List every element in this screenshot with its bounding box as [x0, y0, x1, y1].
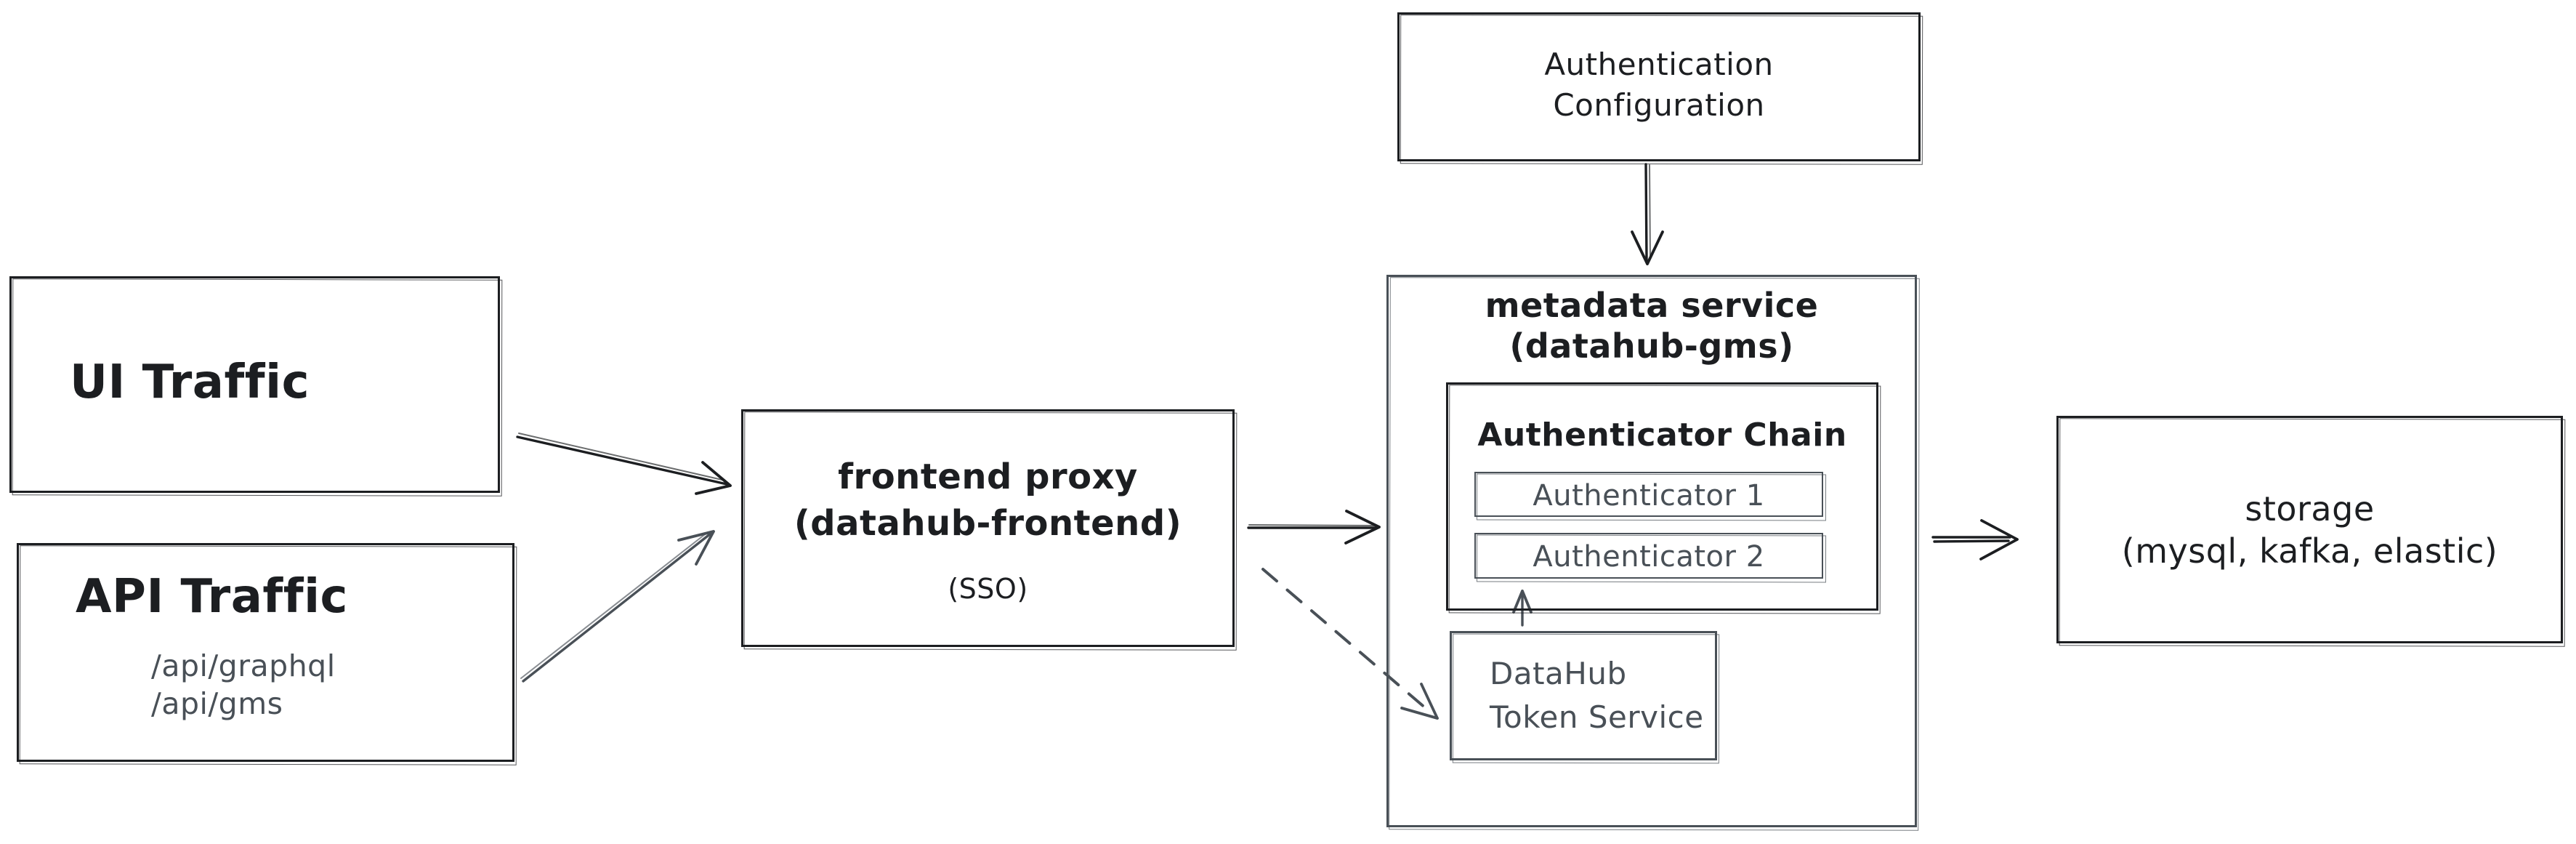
auth-config-line2: Configuration: [1553, 87, 1765, 123]
api-endpoints: /api/graphql /api/gms: [151, 647, 336, 723]
auth-config-box: Authentication Configuration: [1397, 12, 1921, 161]
metadata-service-name: metadata service: [1485, 286, 1819, 325]
authenticator-2-box: Authenticator 2: [1474, 533, 1823, 579]
arrow-frontend-proxy-to-metadata-service: [1247, 510, 1381, 544]
storage-name: storage: [2245, 489, 2375, 528]
authenticator-1-box: Authenticator 1: [1474, 472, 1823, 517]
arrow-metadata-service-to-storage: [1931, 519, 2019, 560]
api-traffic-label: API Traffic: [76, 570, 348, 624]
authenticator-2-label: Authenticator 2: [1533, 540, 1765, 574]
ui-traffic-box: UI Traffic: [9, 276, 500, 493]
token-service-line2: Token Service: [1490, 699, 1704, 735]
authenticator-chain-box: Authenticator Chain Authenticator 1 Auth…: [1446, 382, 1878, 611]
api-endpoint-graphql: /api/graphql: [151, 648, 336, 683]
token-service-box: DataHub Token Service: [1450, 631, 1717, 760]
metadata-service-instance: (datahub-gms): [1509, 326, 1794, 366]
storage-box: storage (mysql, kafka, elastic): [2056, 416, 2563, 643]
arrow-auth-config-to-metadata-service: [1631, 163, 1664, 265]
auth-config-line1: Authentication: [1544, 47, 1774, 82]
frontend-proxy-instance: (datahub-frontend): [794, 503, 1182, 544]
arrow-api-traffic-to-frontend-proxy: [520, 530, 715, 683]
ui-traffic-label: UI Traffic: [70, 355, 310, 410]
frontend-proxy-name: frontend proxy: [838, 457, 1138, 497]
frontend-proxy-box: frontend proxy (datahub-frontend) (SSO): [741, 409, 1235, 647]
metadata-service-box: metadata service (datahub-gms) Authentic…: [1386, 275, 1917, 827]
token-service-line1: DataHub: [1490, 656, 1627, 691]
arrow-ui-traffic-to-frontend-proxy: [516, 433, 732, 495]
api-endpoint-gms: /api/gms: [151, 686, 283, 722]
authenticator-chain-label: Authenticator Chain: [1477, 417, 1847, 454]
authenticator-1-label: Authenticator 1: [1533, 479, 1765, 513]
token-service-label: DataHub Token Service: [1490, 652, 1704, 739]
storage-systems: (mysql, kafka, elastic): [2121, 531, 2498, 571]
api-traffic-box: API Traffic /api/graphql /api/gms: [17, 543, 514, 762]
frontend-proxy-sso-note: (SSO): [948, 573, 1028, 605]
